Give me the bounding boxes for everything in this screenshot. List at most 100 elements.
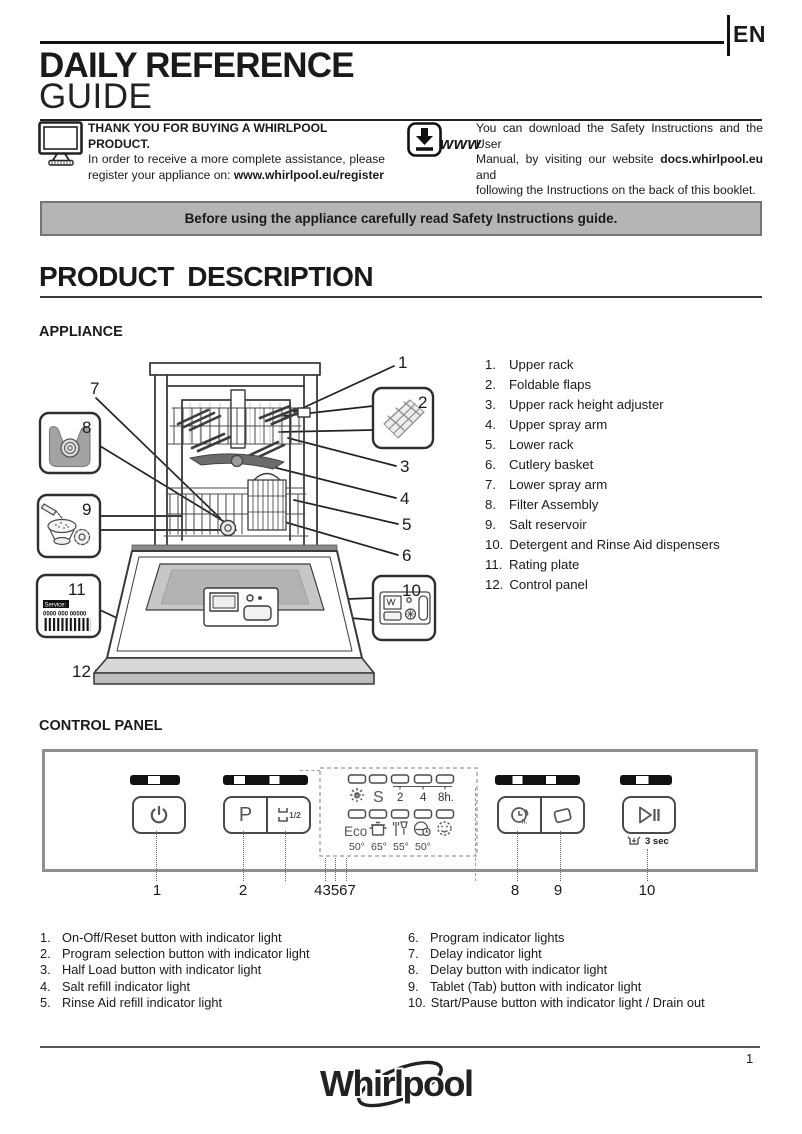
part-item: 2.Foldable flaps xyxy=(485,375,785,395)
panel-num-1: 1 xyxy=(152,882,162,899)
header-rule xyxy=(40,41,724,44)
temp-rapid: 50° xyxy=(415,841,431,853)
download-www-icon xyxy=(407,122,443,163)
language-divider xyxy=(727,15,730,56)
part-label: Filter Assembly xyxy=(509,497,599,512)
part-item: 10.Detergent and Rinse Aid dispensers xyxy=(485,535,785,555)
part-num: 9. xyxy=(485,517,496,532)
program-button-label: P xyxy=(238,803,253,826)
part-num: 1. xyxy=(485,357,496,372)
half-load-button: 1/2 xyxy=(268,798,309,832)
download-line2a: Manual, by visiting our website xyxy=(476,152,661,166)
legend-item: 9.Tablet (Tab) button with indicator lig… xyxy=(408,979,778,995)
control-panel-heading: CONTROL PANEL xyxy=(39,718,163,734)
program-halfload-buttons: P 1/2 xyxy=(223,796,311,834)
callout-2: 2 xyxy=(418,393,427,412)
part-item: 5. Lower rack xyxy=(485,435,785,455)
legend-label: Rinse Aid refill indicator light xyxy=(62,994,223,1010)
register-line1: In order to receive a more complete assi… xyxy=(88,152,385,166)
part-label: Detergent and Rinse Aid dispensers xyxy=(509,537,720,552)
connector-line xyxy=(475,788,476,881)
delay-clock-icon: h. xyxy=(510,807,529,826)
svg-text:h.: h. xyxy=(521,819,527,826)
part-num: 5. xyxy=(485,437,496,452)
delay-8h-label: 8h. xyxy=(438,792,454,804)
whirlpool-logo-text: Whirlpool xyxy=(320,1063,472,1104)
connector-line xyxy=(517,831,518,881)
part-label: Rating plate xyxy=(509,557,580,572)
tablet-icon xyxy=(553,808,572,824)
safety-banner: Before using the appliance carefully rea… xyxy=(40,201,762,236)
drain-out-hint: 3 sec xyxy=(626,835,669,848)
part-item: 11.Rating plate xyxy=(485,555,785,575)
legend-item: 6.Program indicator lights xyxy=(408,930,778,946)
safety-banner-text: Before using the appliance carefully rea… xyxy=(184,211,618,226)
connector-line xyxy=(300,770,320,771)
legend-item: 8. Delay button with indicator light xyxy=(408,962,778,978)
callout-8: 8 xyxy=(82,418,91,437)
register-line2: register your appliance on: www.whirlpoo… xyxy=(88,168,385,184)
page-number: 1 xyxy=(746,1051,754,1066)
rinse-aid-symbol: S xyxy=(373,789,384,806)
part-label: Upper rack xyxy=(509,357,574,372)
part-num: 12. xyxy=(485,577,504,592)
legend-left: 1.On-Off/Reset button with indicator lig… xyxy=(40,930,395,1011)
callout-12: 12 xyxy=(72,662,91,681)
delicate-program-icon xyxy=(437,821,452,836)
legend-num: 1. xyxy=(40,930,51,945)
connector-line xyxy=(560,831,561,881)
part-label: Lower rack xyxy=(509,437,574,452)
power-button xyxy=(132,796,186,834)
part-item: 12.Control panel xyxy=(485,575,785,595)
drain-3sec-label: 3 sec xyxy=(645,836,669,847)
doc-title-line2: GUIDE xyxy=(39,77,153,116)
legend-item: 1.On-Off/Reset button with indicator lig… xyxy=(40,930,395,946)
temp-daily: 55° xyxy=(393,841,409,853)
register-heading: THANK YOU FOR BUYING A WHIRLPOOL PRODUCT… xyxy=(88,121,328,151)
part-label: Salt reservoir xyxy=(509,517,587,532)
legend-right: 6.Program indicator lights 7. Delay indic… xyxy=(408,930,778,1011)
part-label: Upper spray arm xyxy=(509,417,608,432)
language-code: EN xyxy=(733,21,766,47)
whirlpool-logo: Whirlpool xyxy=(312,1052,502,1119)
start-indicator-bar xyxy=(620,775,672,785)
download-url: docs.whirlpool.eu xyxy=(660,152,763,166)
temp-eco: 50° xyxy=(349,841,365,853)
part-num: 7. xyxy=(485,477,496,492)
intensive-program-icon xyxy=(369,821,387,836)
part-label: Foldable flaps xyxy=(509,377,592,392)
appliance-diagram: 1 7 2 3 4 5 6 8 9 10 11 12 Service: 0000… xyxy=(32,348,472,705)
connector-line xyxy=(346,858,347,881)
part-label: Cutlery basket xyxy=(509,457,594,472)
legend-label: Program selection button with indicator … xyxy=(62,946,310,962)
legend-label: Delay indicator light xyxy=(430,946,542,962)
daily-program-icon xyxy=(392,821,408,836)
part-num: 4. xyxy=(485,417,496,432)
part-item: 8.Filter Assembly xyxy=(485,495,785,515)
part-item: 9. Salt reservoir xyxy=(485,515,785,535)
part-item: 6.Cutlery basket xyxy=(485,455,785,475)
delay-indicator-bar xyxy=(495,775,580,785)
legend-label: Program indicator lights xyxy=(430,930,565,945)
part-label: Lower spray arm xyxy=(509,477,608,492)
delay-button: h. xyxy=(499,798,542,832)
appliance-heading: APPLIANCE xyxy=(39,324,123,340)
legend-num: 8. xyxy=(408,962,419,978)
connector-line xyxy=(325,858,326,881)
part-item: 7. Lower spray arm xyxy=(485,475,785,495)
legend-item: 10.Start/Pause button with indicator lig… xyxy=(408,995,778,1011)
part-item: 1. Upper rack xyxy=(485,355,785,375)
register-url: www.whirlpool.eu/register xyxy=(233,167,384,182)
callout-4: 4 xyxy=(400,489,409,508)
connector-line xyxy=(156,831,157,881)
eco-program-label: Eco xyxy=(344,824,367,839)
download-line2b: and xyxy=(476,167,497,182)
legend-num: 7. xyxy=(408,946,419,962)
legend-num: 10. xyxy=(408,994,426,1010)
callout-5: 5 xyxy=(402,515,411,534)
legend-label: Delay button with indicator light xyxy=(430,962,608,978)
part-num: 3. xyxy=(485,397,496,412)
legend-item: 5.Rinse Aid refill indicator light xyxy=(40,995,395,1011)
drain-icon xyxy=(627,836,641,845)
